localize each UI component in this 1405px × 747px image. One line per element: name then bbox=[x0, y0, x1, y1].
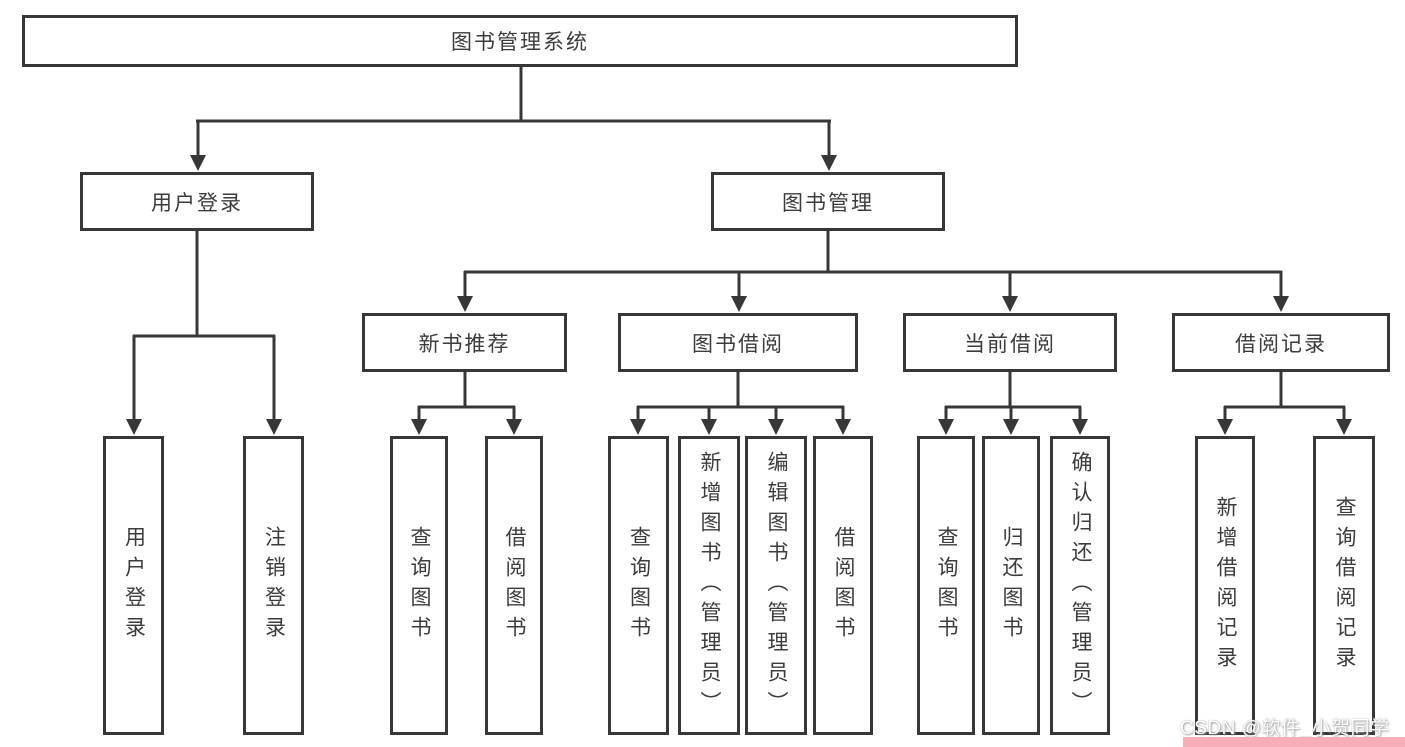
node-label: 当前借阅 bbox=[964, 332, 1056, 356]
csdn-watermark-text: CSDN @软件_小贺同学 bbox=[1180, 718, 1390, 739]
leaf-user-login: 用户登录 bbox=[103, 436, 164, 735]
leaf-query-books-1: 查询图书 bbox=[390, 436, 448, 735]
leaf-edit-books-admin: 编辑图书（管理员） bbox=[745, 436, 807, 735]
node-label: 图书管理 bbox=[782, 191, 874, 215]
csdn-watermark-pink-strip bbox=[1183, 737, 1405, 747]
leaf-logout: 注销登录 bbox=[243, 436, 304, 735]
node-label: 用户登录 bbox=[122, 525, 146, 646]
node-library-management-system: 图书管理系统 bbox=[22, 15, 1018, 67]
node-label: 查询图书 bbox=[935, 525, 958, 646]
node-label: 用户登录 bbox=[151, 191, 243, 215]
node-current-borrowing: 当前借阅 bbox=[903, 313, 1117, 372]
node-user-login-branch: 用户登录 bbox=[80, 172, 314, 231]
node-label: 归还图书 bbox=[1000, 525, 1023, 646]
node-book-management-branch: 图书管理 bbox=[711, 172, 945, 231]
node-label: 借阅图书 bbox=[503, 525, 526, 646]
node-label: 新书推荐 bbox=[418, 332, 511, 356]
node-label: 新增图书（管理员） bbox=[698, 450, 721, 721]
leaf-add-books-admin: 新增图书（管理员） bbox=[678, 436, 740, 735]
leaf-borrow-books-1: 借阅图书 bbox=[485, 436, 543, 735]
leaf-borrow-books-2: 借阅图书 bbox=[813, 436, 873, 735]
leaf-confirm-return-admin: 确认归还（管理员） bbox=[1050, 436, 1110, 735]
leaf-add-borrow-record: 新增借阅记录 bbox=[1195, 436, 1255, 735]
node-label: 图书借阅 bbox=[692, 332, 784, 356]
node-label: 借阅记录 bbox=[1235, 332, 1327, 356]
node-borrow-records: 借阅记录 bbox=[1172, 313, 1390, 372]
node-label: 查询借阅记录 bbox=[1333, 495, 1356, 676]
leaf-return-books: 归还图书 bbox=[982, 436, 1040, 735]
node-label: 图书管理系统 bbox=[451, 31, 589, 54]
node-label: 借阅图书 bbox=[832, 525, 855, 646]
node-label: 确认归还（管理员） bbox=[1069, 450, 1092, 721]
node-new-book-recommend: 新书推荐 bbox=[362, 313, 567, 372]
node-book-borrowing: 图书借阅 bbox=[618, 313, 858, 372]
node-label: 查询图书 bbox=[408, 525, 431, 646]
leaf-query-books-3: 查询图书 bbox=[917, 436, 975, 735]
node-label: 新增借阅记录 bbox=[1214, 495, 1237, 676]
node-label: 查询图书 bbox=[627, 525, 651, 646]
leaf-query-books-2: 查询图书 bbox=[608, 436, 669, 735]
node-label: 注销登录 bbox=[262, 525, 286, 646]
node-label: 编辑图书（管理员） bbox=[765, 450, 788, 721]
leaf-query-borrow-record: 查询借阅记录 bbox=[1313, 436, 1375, 735]
